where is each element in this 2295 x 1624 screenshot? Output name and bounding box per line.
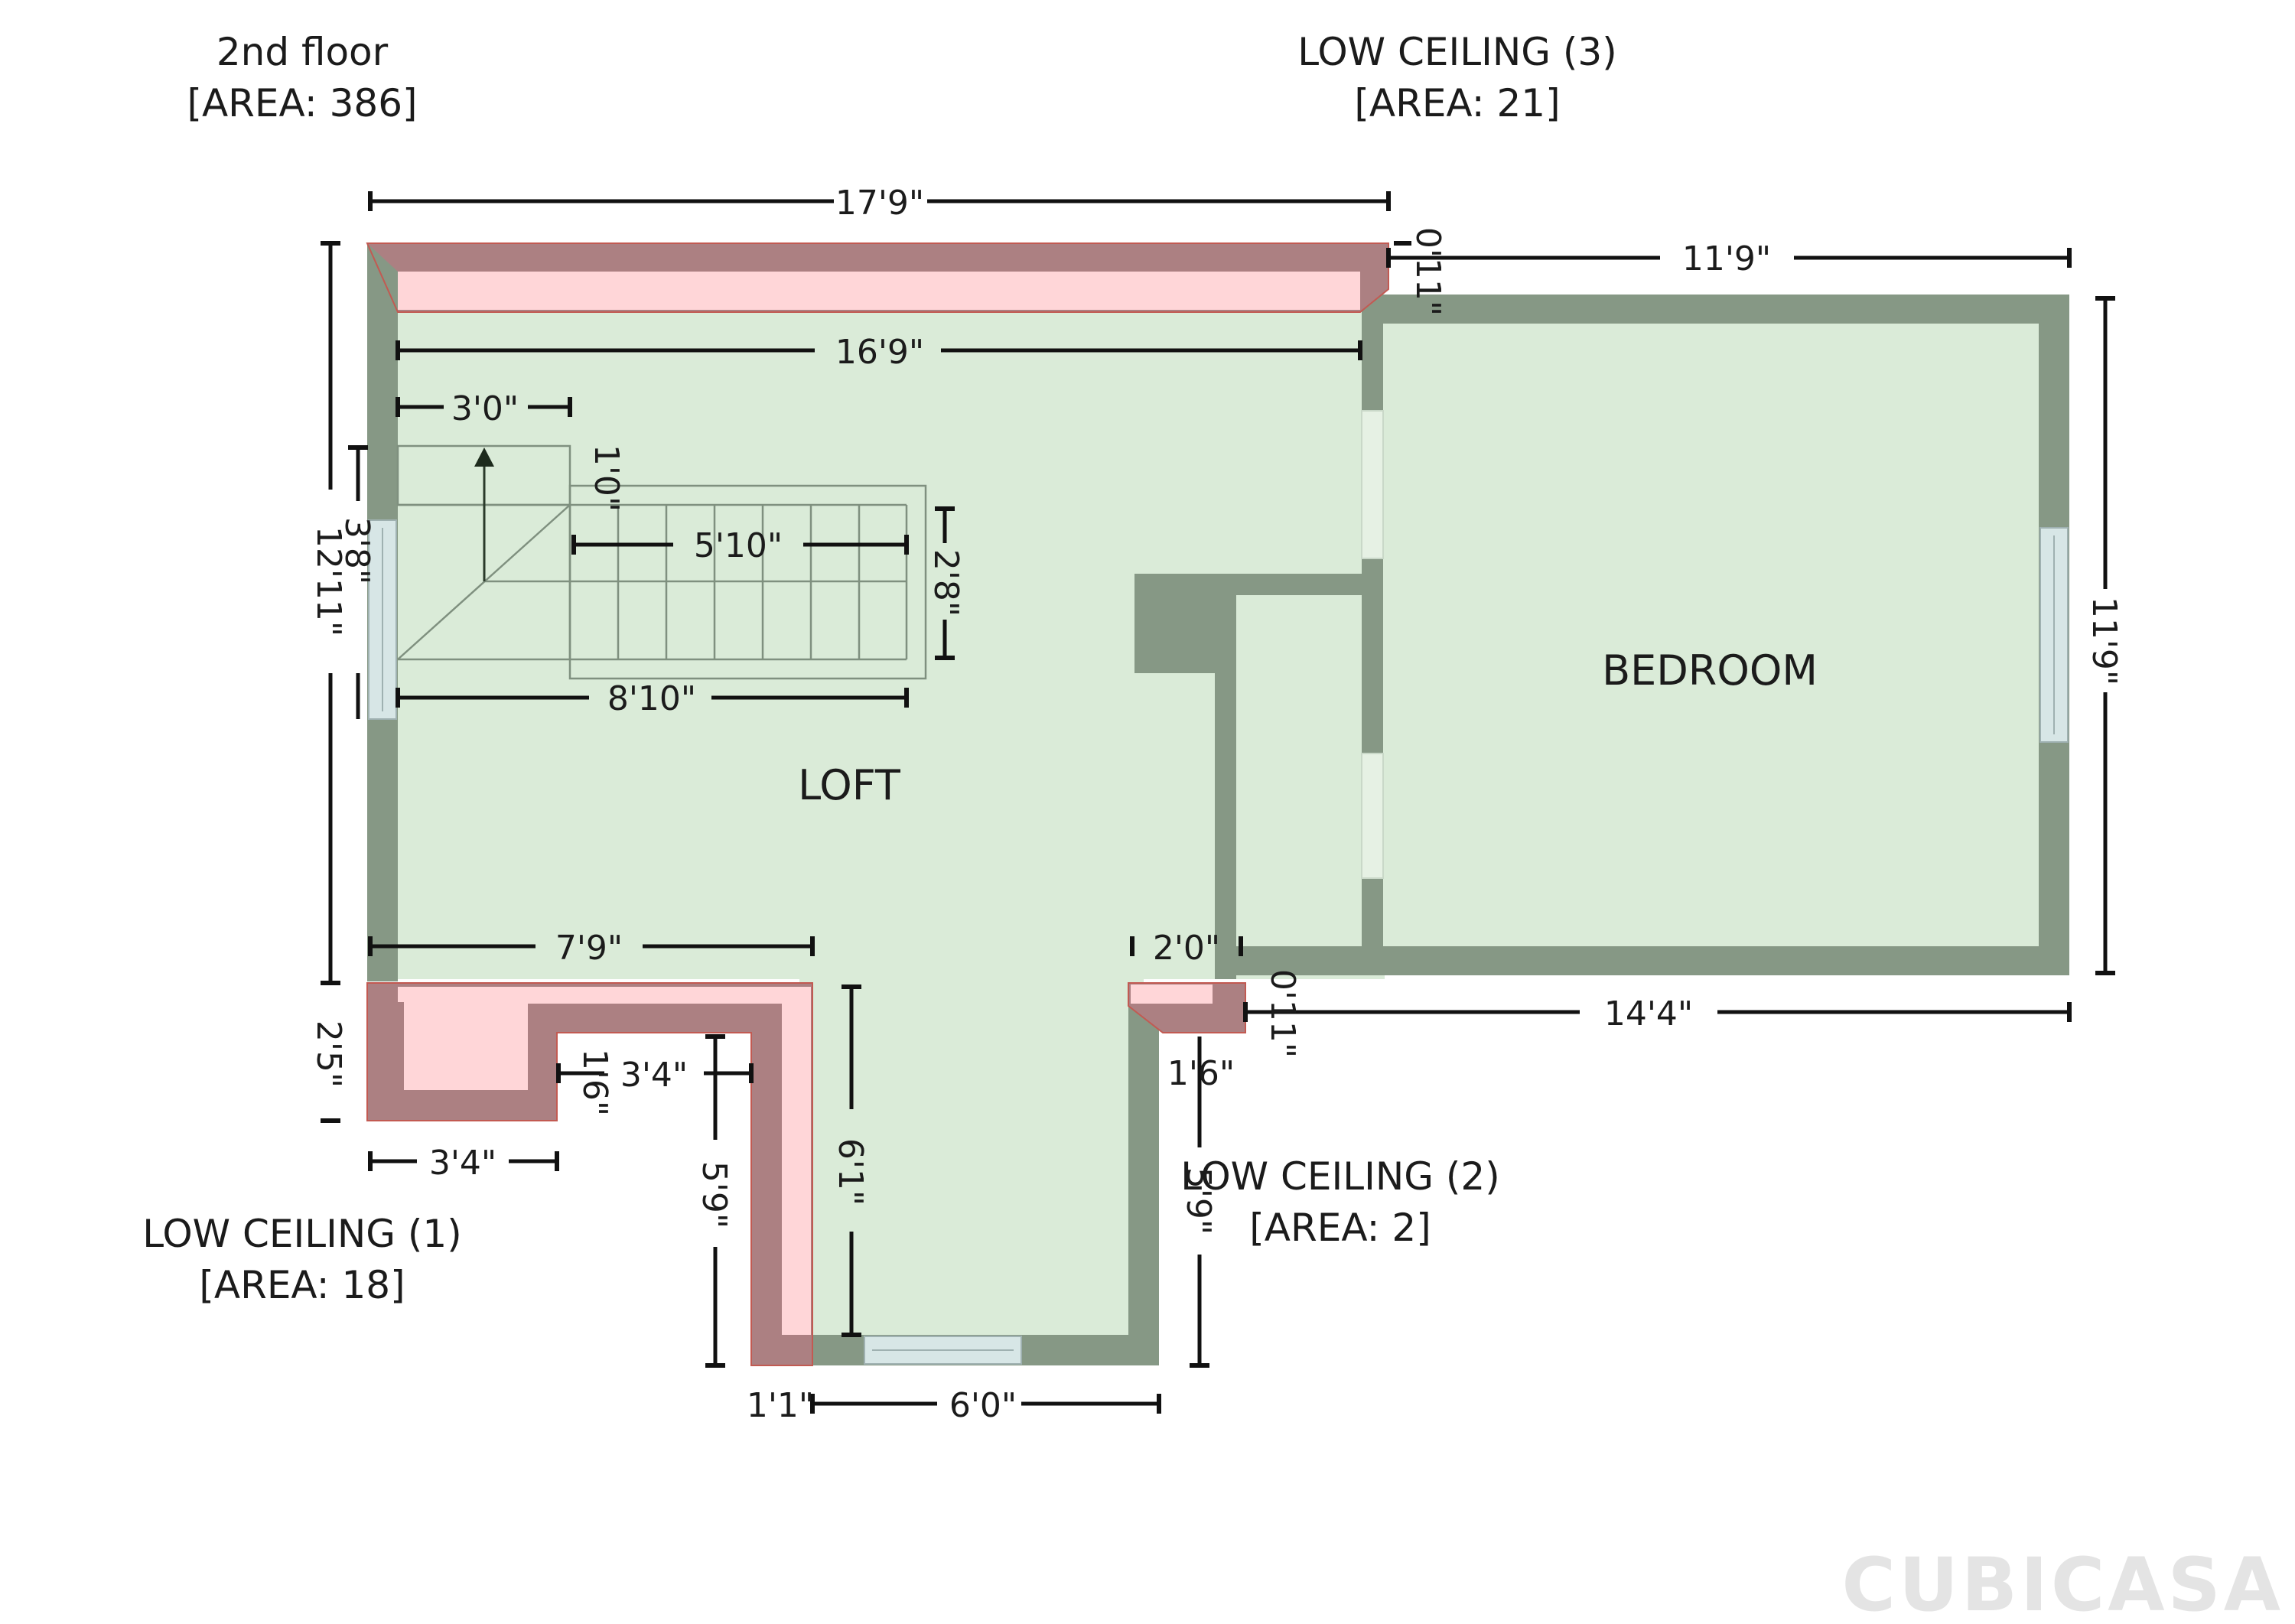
dim-side-gap: 0'11" — [1263, 969, 1302, 1058]
dimension-lines — [321, 191, 2115, 1414]
dim-bottom-width: 6'0" — [949, 1386, 1017, 1425]
dim-lc1-height: 2'5" — [309, 1020, 348, 1088]
low-ceiling-3-name: LOW CEILING (3) — [1297, 30, 1616, 74]
stair-direction-arrow-icon — [474, 447, 494, 581]
low-ceiling-1-name: LOW CEILING (1) — [142, 1212, 461, 1256]
dim-hall-height: 6'1" — [831, 1138, 870, 1206]
low-ceiling-1-label: LOW CEILING (1) [AREA: 18] — [142, 1212, 461, 1307]
dim-loft-inner-width: 16'9" — [835, 333, 924, 372]
low-ceiling-3-area: [AREA: 21] — [1354, 81, 1560, 125]
dim-top-gap: 0'11" — [1408, 227, 1447, 316]
dim-lc2-width: 1'6" — [1167, 1054, 1235, 1093]
low-ceiling-2-area: [AREA: 2] — [1249, 1206, 1431, 1250]
floor-title: 2nd floor — [216, 30, 389, 74]
floor-area: [AREA: 386] — [187, 81, 417, 125]
dim-bedroom-top: 11'9" — [1682, 239, 1771, 278]
door-opening-upper — [1361, 410, 1384, 559]
window-bottom — [864, 1336, 1022, 1365]
brand-watermark: CUBICASA — [1842, 1542, 2284, 1620]
low-ceiling-1-region — [366, 982, 813, 1366]
dim-left-lower: 7'9" — [555, 929, 623, 968]
dim-stair-run: 5'10" — [694, 526, 783, 565]
dim-closet-gap: 2'0" — [1153, 929, 1220, 968]
door-opening-lower — [1361, 753, 1384, 879]
dim-window-left: 3'8" — [337, 517, 376, 584]
low-ceiling-2-name: LOW CEILING (2) — [1180, 1154, 1499, 1199]
dim-top-width: 17'9" — [835, 184, 924, 223]
low-ceiling-2-label: LOW CEILING (2) [AREA: 2] — [1180, 1154, 1499, 1250]
dim-lc1-depth: 5'9" — [695, 1161, 734, 1229]
dim-left-height: 12'11" — [309, 526, 348, 636]
low-ceiling-1-area: [AREA: 18] — [199, 1263, 405, 1307]
dim-stair-total: 8'10" — [607, 679, 696, 718]
dim-lc1-width: 3'4" — [429, 1144, 496, 1183]
low-ceiling-3-region — [366, 242, 1389, 313]
dim-stair-landing: 1'0" — [587, 444, 626, 512]
dim-bedroom-bottom: 14'4" — [1604, 994, 1693, 1033]
dimension-labels: 17'9" 0'11" 11'9" 16'9" 3'0" 1'0" 5'10" … — [309, 184, 2124, 1425]
dim-bottom-left: 1'1" — [747, 1386, 814, 1425]
window-left — [368, 519, 397, 720]
floor-title-label: 2nd floor [AREA: 386] — [187, 30, 417, 125]
dim-lc1-inner-height: 1'6" — [575, 1049, 614, 1116]
dim-stair-width: 2'8" — [926, 549, 965, 617]
low-ceiling-3-label: LOW CEILING (3) [AREA: 21] — [1297, 30, 1616, 125]
dim-stair-top: 3'0" — [451, 389, 519, 428]
window-right — [2039, 527, 2069, 743]
room-label-loft: LOFT — [798, 761, 901, 809]
room-label-bedroom: BEDROOM — [1602, 646, 1818, 695]
staircase — [396, 444, 927, 680]
dim-bedroom-right: 11'9" — [2085, 597, 2124, 685]
dim-lc2-depth: 5'9" — [1179, 1167, 1218, 1235]
low-ceiling-2-region — [1128, 982, 1246, 1033]
dim-lc1-inner-width: 3'4" — [620, 1056, 688, 1095]
